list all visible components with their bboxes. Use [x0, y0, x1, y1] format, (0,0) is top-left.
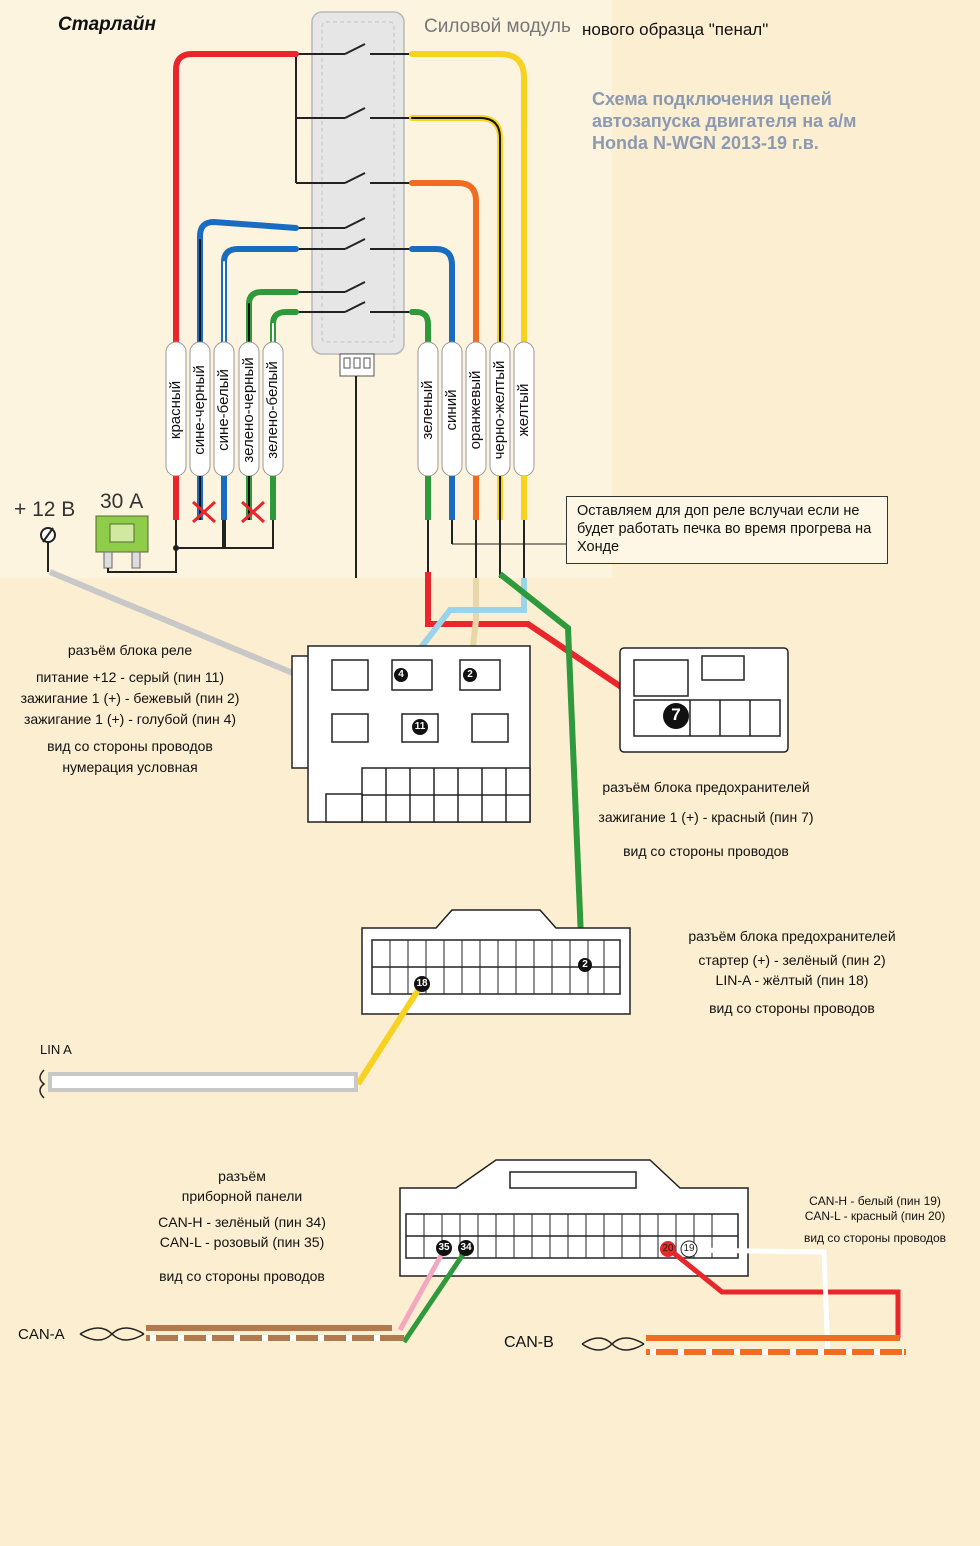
- dash-connector: [399, 1159, 749, 1277]
- wire-sleeves: [165, 341, 535, 477]
- relay-caption-line-3: зажигание 1 (+) - бежевый (пин 2): [20, 690, 240, 706]
- dash-caption-line-4: CAN-L - розовый (пин 35): [159, 1234, 325, 1250]
- wire-label-left-2: сине-черный: [191, 365, 208, 455]
- wire-label-left-4: зелено-черный: [240, 357, 257, 463]
- relay-caption-line-5: вид со стороны проводов: [47, 738, 213, 754]
- relay-caption-line-6: нумерация условная: [62, 759, 198, 775]
- note-box: Оставляем для доп реле вслучаи если не б…: [566, 496, 888, 564]
- canb-caption-line-1: CAN-H - белый (пин 19): [809, 1194, 941, 1208]
- relay-pin-2: 2: [467, 669, 473, 680]
- wire-label-right-5: желтый: [515, 383, 532, 437]
- dash-pin-34: 34: [460, 1242, 472, 1253]
- can-wires: [79, 1247, 906, 1357]
- scheme-title-line-2: автозапуска двигателя на а/м: [592, 111, 857, 131]
- fuse-label: 30 А: [100, 490, 144, 513]
- scheme-title-line-1: Схема подключения цепей: [592, 89, 832, 109]
- canb-caption-line-3: вид со стороны проводов: [803, 1231, 947, 1245]
- relay-caption-line-4: зажигание 1 (+) - голубой (пин 4): [23, 711, 237, 727]
- relay-caption-line-1: разъём блока реле: [67, 642, 193, 658]
- fuse2-pin-18: 18: [416, 978, 428, 989]
- fuse1-caption-line-1: разъём блока предохранителей: [602, 779, 810, 795]
- wire-label-right-4: черно-желтый: [491, 360, 508, 460]
- wire-label-left-5: зелено-белый: [264, 361, 281, 459]
- dash-pin-19: 19: [683, 1243, 695, 1254]
- fuse2-caption-line-3: LIN-A - жёлтый (пин 18): [715, 972, 869, 988]
- lin-a-bus: [39, 982, 425, 1099]
- left-wires: [173, 51, 299, 348]
- upper-panel: [0, 0, 612, 578]
- fuse-connector-2-caption: разъём блока предохранителей стартер (+)…: [662, 926, 922, 1018]
- relay-pin-11: 11: [414, 721, 426, 732]
- scheme-title-line-3: Honda N-WGN 2013-19 г.в.: [592, 133, 819, 153]
- can-b-caption: CAN-H - белый (пин 19) CAN-L - красный (…: [780, 1194, 970, 1246]
- relay-connector: [291, 645, 531, 823]
- supply-label: + 12 В: [14, 498, 76, 521]
- power-module: [295, 11, 412, 578]
- relay-caption-line-2: питание +12 - серый (пин 11): [35, 669, 225, 685]
- module-title-bold: нового образца "пенал": [582, 20, 769, 39]
- wire-label-left-1: красный: [167, 380, 184, 440]
- wire-label-right-2: синий: [443, 389, 460, 431]
- fuse1-caption-line-3: вид со стороны проводов: [623, 843, 789, 859]
- supply-fuse: [40, 515, 274, 573]
- cut-marks: [191, 500, 266, 524]
- relay-connector-caption: разъём блока реле питание +12 - серый (п…: [0, 640, 260, 778]
- can-a-label: CAN-A: [18, 1326, 65, 1343]
- wire-label-left-3: сине-белый: [215, 369, 232, 451]
- fuse2-caption-line-2: стартер (+) - зелёный (пин 2): [698, 952, 886, 968]
- dash-caption-line-3: CAN-H - зелёный (пин 34): [158, 1214, 326, 1230]
- fuse2-pin-2: 2: [582, 959, 588, 970]
- dash-caption-line-1: разъём: [218, 1168, 266, 1184]
- fuse1-caption-line-2: зажигание 1 (+) - красный (пин 7): [598, 809, 814, 825]
- wire-label-right-1: зеленый: [419, 380, 436, 440]
- fuse2-caption-line-1: разъём блока предохранителей: [688, 928, 896, 944]
- fuse2-caption-line-4: вид со стороны проводов: [709, 1000, 875, 1016]
- can-b-label: CAN-B: [504, 1334, 554, 1351]
- pin-markers: [394, 668, 698, 1258]
- right-wires: [409, 51, 527, 348]
- lin-a-label: LIN A: [40, 1042, 72, 1057]
- fuse-connector-1: [619, 647, 789, 753]
- canb-caption-line-2: CAN-L - красный (пин 20): [804, 1209, 946, 1223]
- brand-label: Старлайн: [58, 14, 157, 35]
- wire-label-right-3: оранжевый: [467, 370, 484, 450]
- scheme-title: Схема подключения цепей автозапуска двиг…: [592, 88, 952, 154]
- fuse-connector-1-caption: разъём блока предохранителей зажигание 1…: [572, 778, 840, 860]
- relay-pin-4: 4: [398, 669, 404, 680]
- dash-pin-20: 20: [662, 1243, 674, 1254]
- module-title-thin: Силовой модуль: [424, 16, 571, 37]
- dash-caption-line-2: приборной панели: [181, 1188, 303, 1204]
- fuse1-pin-7: 7: [671, 705, 681, 724]
- dash-caption-line-5: вид со стороны проводов: [159, 1268, 325, 1284]
- dash-connector-caption: разъём приборной панели CAN-H - зелёный …: [112, 1166, 372, 1286]
- dash-pin-35: 35: [438, 1242, 450, 1253]
